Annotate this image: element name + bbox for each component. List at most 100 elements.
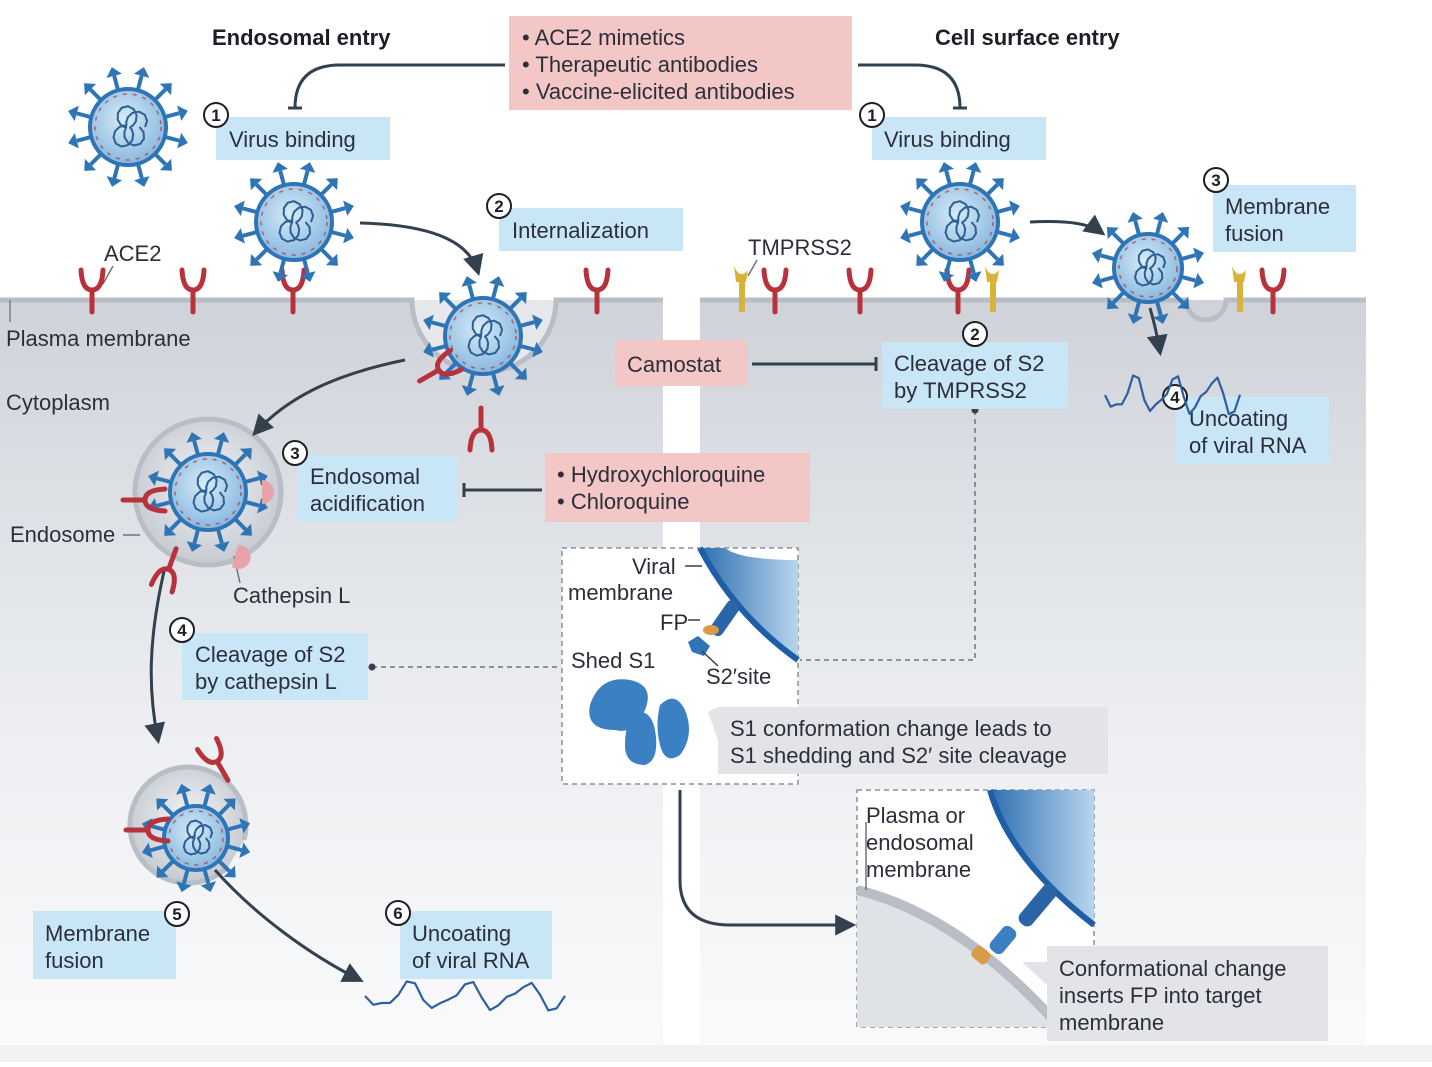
viral-membrane-label-1: Viral — [632, 554, 676, 579]
tmprss2-protease-1 — [734, 266, 748, 312]
s2-fragment — [688, 636, 710, 656]
virus-internalizing — [423, 276, 543, 396]
dashed-connectors — [372, 410, 976, 668]
ace2-receptor-right-1 — [761, 267, 789, 315]
viral-membrane-label-2: membrane — [568, 580, 673, 605]
target-membrane-label-3: membrane — [866, 857, 971, 882]
fusion-peptide — [703, 625, 719, 635]
inhibitor-therapeutic-antibodies: • Therapeutic antibodies — [522, 52, 758, 77]
caption-s1-line-1: S1 conformation change leads to — [730, 716, 1052, 741]
step-surf-2-line-2: by TMPRSS2 — [894, 378, 1027, 403]
step-surf-3-line-1: Membrane — [1225, 194, 1330, 219]
step-surf-3: Membrane fusion — [1213, 185, 1356, 252]
inserted-fp — [971, 945, 991, 965]
tmprss2-protease-3 — [1232, 266, 1246, 312]
svg-text:4: 4 — [177, 621, 187, 640]
step-endo-5-line-1: Membrane — [45, 921, 150, 946]
step-endo-6-line-2: of viral RNA — [412, 948, 530, 973]
caption-s1-line-2: S1 shedding and S2′ site cleavage — [730, 743, 1067, 768]
viral-rna-endosomal — [364, 980, 566, 1012]
step-endo-5-line-2: fusion — [45, 948, 104, 973]
cell-surface-entry-heading: Cell surface entry — [935, 25, 1120, 50]
step-endo-4: Cleavage of S2 by cathepsin L — [182, 633, 368, 700]
ace2-in-pit-2 — [467, 405, 495, 453]
step-surf-4-line-2: of viral RNA — [1189, 433, 1307, 458]
step-num-endo-2: 2 — [486, 193, 512, 219]
virus-binding-left — [234, 162, 354, 282]
inhibitor-vaccine-antibodies: • Vaccine-elicited antibodies — [522, 79, 795, 104]
ace2-receptor-1 — [78, 267, 106, 315]
ace2-receptor-right-2 — [846, 267, 874, 315]
shed-s1-label: Shed S1 — [571, 648, 655, 673]
step-endo-1-line-1: Virus binding — [229, 127, 356, 152]
inhibitor-hydroxychloroquine: • Hydroxychloroquine — [557, 462, 765, 487]
step-num-endo-5: 5 — [164, 901, 190, 927]
virus-binding-right — [900, 162, 1020, 282]
step-endo-4-line-2: by cathepsin L — [195, 669, 337, 694]
fp-label: FP — [660, 610, 688, 635]
inset-fp-insertion: Plasma or endosomal membrane — [855, 789, 1096, 1031]
shed-s1-2 — [625, 712, 657, 765]
viral-membrane-arc — [700, 548, 798, 660]
tmprss2-protease-2 — [985, 266, 999, 312]
caption-fp-line-1: Conformational change — [1059, 956, 1286, 981]
step-surf-1-line-1: Virus binding — [884, 127, 1011, 152]
tmprss2-leader — [747, 259, 758, 277]
step-num-endo-6: 6 — [385, 900, 411, 926]
target-membrane-label-1: Plasma or — [866, 803, 965, 828]
endosomal-entry-heading: Endosomal entry — [212, 25, 391, 50]
step-surf-4-line-1: Uncoating — [1189, 406, 1288, 431]
inset-s1-shedding: Viral membrane FP Shed S1 S2′site — [561, 546, 800, 785]
virus-free — [68, 67, 188, 187]
step-surf-3-line-2: fusion — [1225, 221, 1284, 246]
step-endo-6: Uncoating of viral RNA — [400, 911, 552, 979]
svg-text:2: 2 — [494, 197, 503, 216]
svg-text:4: 4 — [1170, 388, 1180, 407]
plasma-membrane-label: Plasma membrane — [6, 326, 191, 351]
ace2-leader — [102, 265, 114, 285]
step-endo-1: Virus binding — [216, 117, 390, 160]
svg-text:1: 1 — [867, 106, 876, 125]
svg-text:3: 3 — [1211, 171, 1220, 190]
ace2-fusing-1 — [123, 816, 171, 844]
virus-in-endosome — [148, 432, 268, 552]
inhibitor-ace2-mimetics: • ACE2 mimetics — [522, 25, 685, 50]
s2-stalk — [710, 599, 740, 637]
viral-rna-surface — [1104, 374, 1242, 416]
connector-dot-cathepsin — [368, 663, 376, 671]
step-endo-2: Internalization — [499, 208, 683, 251]
step-num-endo-4: 4 — [169, 617, 195, 643]
tmprss2-label: TMPRSS2 — [748, 235, 852, 260]
step-numbers: 1 2 3 4 5 6 1 2 3 4 — [164, 102, 1229, 927]
step-endo-3-line-2: acidification — [310, 491, 425, 516]
step-num-endo-3: 3 — [282, 440, 308, 466]
inhibition-lines — [287, 63, 968, 497]
step-surf-2-line-1: Cleavage of S2 — [894, 351, 1044, 376]
cathepsin-l-2 — [232, 544, 251, 569]
step-endo-2-line-1: Internalization — [512, 218, 649, 243]
shed-s1-3 — [657, 698, 689, 759]
viral-membrane-inset — [990, 790, 1094, 925]
ace2-in-endosome-2 — [148, 546, 179, 595]
cytoplasm-label: Cytoplasm — [6, 390, 110, 415]
step-endo-4-line-1: Cleavage of S2 — [195, 642, 345, 667]
target-membrane-label-2: endosomal — [866, 830, 974, 855]
svg-text:6: 6 — [393, 904, 402, 923]
caption-fp-line-3: membrane — [1059, 1010, 1164, 1035]
step-surf-2: Cleavage of S2 by TMPRSS2 — [882, 342, 1068, 409]
flow-arrows — [144, 214, 1168, 982]
ace2-fusing-2 — [194, 736, 231, 783]
step-surf-4: Uncoating of viral RNA — [1176, 397, 1329, 464]
inhibitor-box-chloroquine: • Hydroxychloroquine • Chloroquine — [545, 453, 810, 522]
ace2-label: ACE2 — [104, 241, 161, 266]
step-endo-3: Endosomal acidification — [298, 455, 458, 522]
svg-text:1: 1 — [211, 106, 220, 125]
s2-site-label: S2′site — [706, 664, 771, 689]
inhibitor-box-antibodies: • ACE2 mimetics • Therapeutic antibodies… — [509, 16, 852, 110]
caption-fp-line-2: inserts FP into target — [1059, 983, 1262, 1008]
inhibitor-chloroquine: • Chloroquine — [557, 489, 689, 514]
step-surf-1: Virus binding — [872, 117, 1046, 160]
ace2-receptor-3 — [279, 267, 307, 315]
ace2-receptor-right-3 — [944, 267, 972, 315]
